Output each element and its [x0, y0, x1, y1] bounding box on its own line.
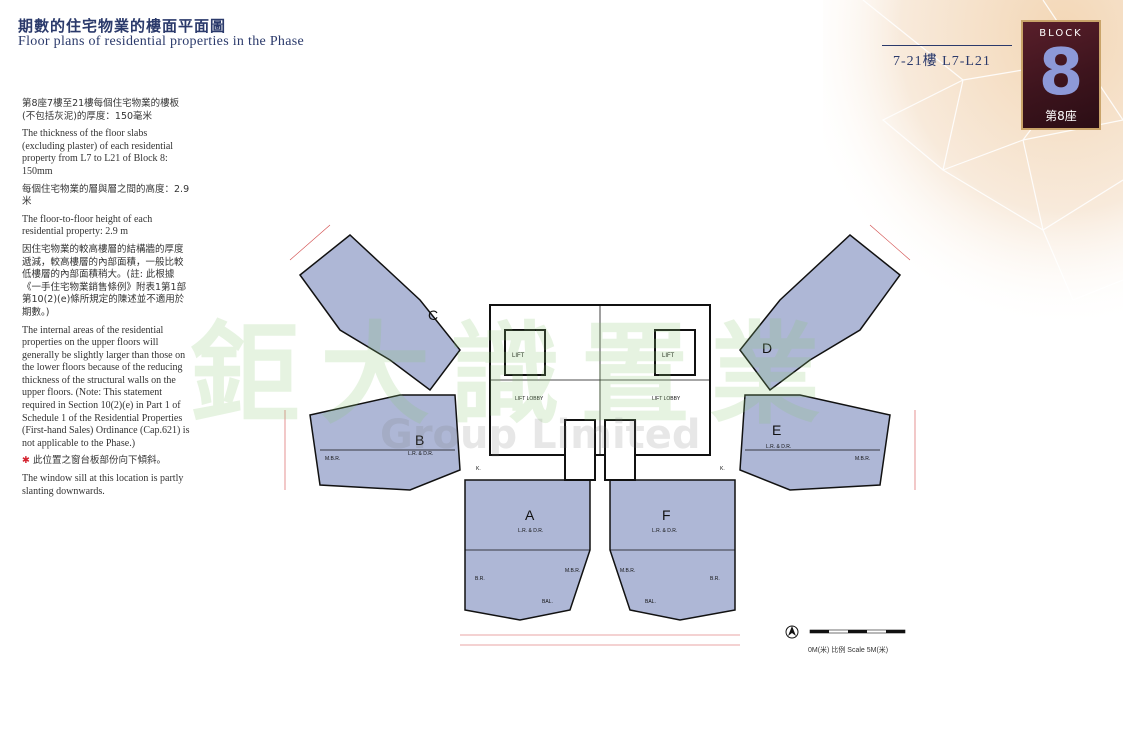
kitchen-label-f: K.	[720, 466, 725, 472]
unit-e-area	[739, 394, 891, 491]
watermark-en: Group Limited	[380, 412, 701, 458]
asterisk-icon: ✱	[22, 455, 30, 467]
watermark-zh: 鉅大識置業	[190, 311, 840, 439]
stair-right	[604, 419, 636, 481]
floor-plan-drawing: C B A D E F LIFT LIFT LIFT LOBBY LIFT LO…	[284, 224, 916, 646]
floor-range-label: 7-21樓 L7-L21	[893, 54, 991, 69]
north-arrow-icon	[785, 625, 799, 639]
note-window-zh: ✱此位置之窗台板部份向下傾斜。	[22, 455, 192, 468]
note-window-en: The window sill at this location is part…	[22, 473, 184, 497]
page-title-en: Floor plans of residential properties in…	[18, 34, 304, 49]
badge-block-label-zh: 第8座	[1045, 109, 1077, 123]
bal-label-a: BAL.	[542, 599, 553, 605]
mbr-label-b: M.B.R.	[325, 456, 340, 462]
badge-block-label: BLOCK	[1039, 28, 1083, 39]
notes-panel: 第8座7樓至21樓每個住宅物業的樓板(不包括灰泥)的厚度：150毫米 The t…	[22, 98, 192, 503]
kitchen-label-a: K.	[476, 466, 481, 472]
living-label-e: L.R. & D.R.	[766, 444, 791, 450]
unit-label-a: A	[525, 507, 535, 523]
lift-lobby-right: LIFT LOBBY	[652, 396, 681, 402]
note-window-zh-text: 此位置之窗台板部份向下傾斜。	[32, 455, 166, 467]
unit-label-b: B	[415, 432, 424, 448]
living-label-f: L.R. & D.R.	[652, 528, 677, 534]
unit-label-d: D	[762, 340, 772, 356]
unit-d-area	[739, 234, 902, 392]
bal-label-f: BAL.	[645, 599, 656, 605]
page-title-zh: 期數的住宅物業的樓面平面圖	[18, 17, 227, 35]
unit-label-e: E	[772, 422, 781, 438]
note-height-zh: 每個住宅物業的層與層之間的高度：2.9米	[22, 183, 190, 208]
scale-label: 0M(米) 比例 Scale 5M(米)	[808, 647, 889, 654]
note-area-en: The internal areas of the residential pr…	[22, 324, 190, 449]
note-slab-en: The thickness of the floor slabs (exclud…	[22, 128, 174, 177]
note-height-en: The floor-to-floor height of each reside…	[22, 213, 153, 238]
badge-block-number: 8	[1038, 36, 1084, 110]
br-label-f: B.R.	[710, 576, 720, 582]
lift-left	[504, 329, 546, 376]
lift-label-right: LIFT	[662, 353, 675, 359]
note-area-zh: 因住宅物業的較高樓層的結構牆的厚度遞減，較高樓層的內部面積，一般比較低樓層的內部…	[22, 243, 187, 318]
lift-label-left: LIFT	[512, 353, 525, 359]
unit-b-area	[309, 394, 461, 491]
mbr-label-e: M.B.R.	[855, 456, 870, 462]
living-label-a: L.R. & D.R.	[518, 528, 543, 534]
unit-label-c: C	[428, 307, 438, 323]
floor-rule-divider	[882, 45, 1012, 46]
br-label-a: B.R.	[475, 576, 485, 582]
scale-bar	[809, 629, 906, 634]
unit-c-area	[298, 234, 461, 392]
mbr-label-f: M.B.R.	[620, 568, 635, 574]
lift-right	[654, 329, 696, 376]
mbr-label-a: M.B.R.	[565, 568, 580, 574]
living-label-b: L.R. & D.R.	[408, 451, 433, 457]
lift-lobby-left: LIFT LOBBY	[515, 396, 544, 402]
stair-left	[564, 419, 596, 481]
block-badge: BLOCK 8 第8座	[1021, 20, 1101, 130]
unit-label-f: F	[662, 507, 671, 523]
note-slab-zh: 第8座7樓至21樓每個住宅物業的樓板(不包括灰泥)的厚度：150毫米	[22, 98, 180, 122]
